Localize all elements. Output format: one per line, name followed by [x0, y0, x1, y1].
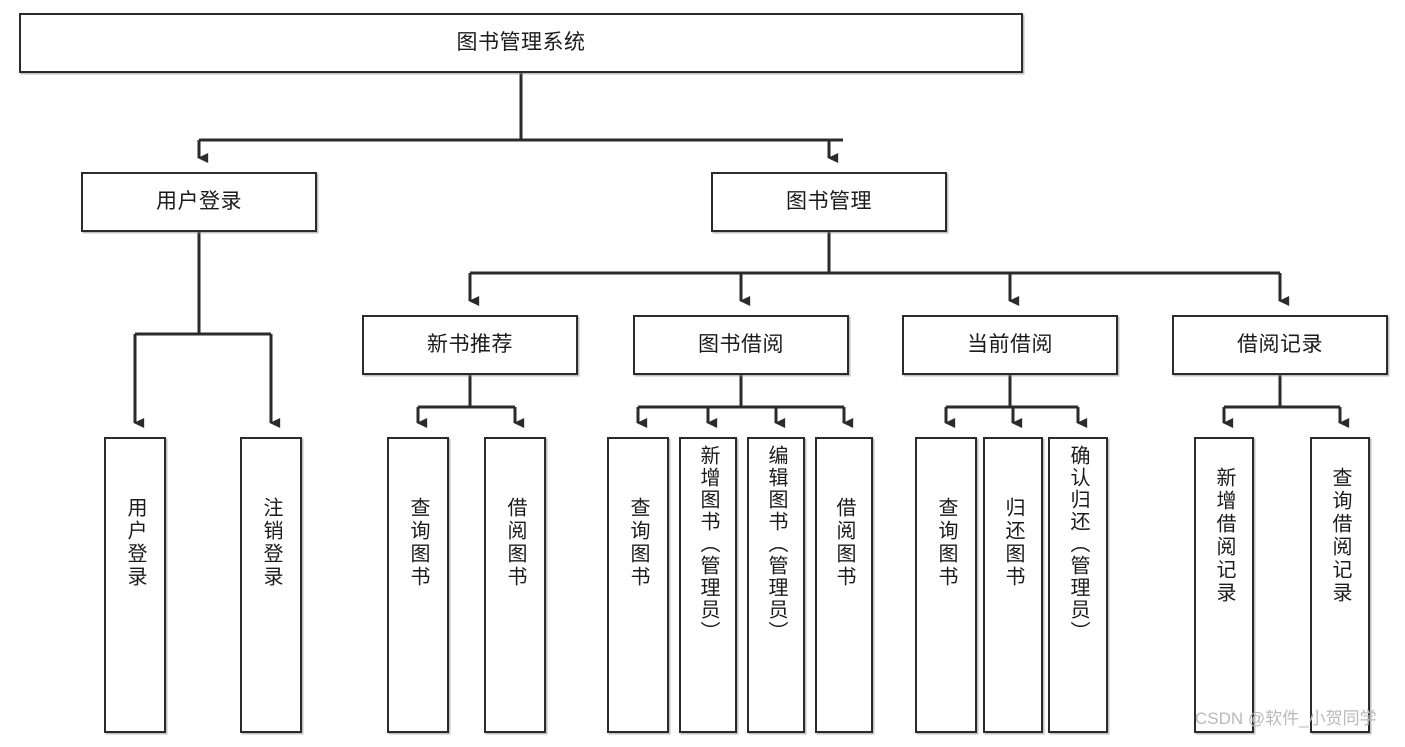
node-current-borrow-label: 当前借阅	[967, 333, 1053, 357]
node-leaf-add-book-label: 新增图书（管理员）	[697, 445, 719, 643]
node-leaf-edit-book-label: 编辑图书（管理员）	[765, 445, 787, 643]
node-book-borrow-label: 图书借阅	[698, 333, 784, 357]
node-leaf-borrow-book-1-label: 借阅图书	[504, 497, 526, 589]
node-current-borrow[interactable]: 当前借阅	[902, 315, 1118, 375]
node-leaf-query-book-3-label: 查询图书	[935, 497, 957, 589]
node-leaf-edit-book[interactable]: 编辑图书（管理员）	[747, 437, 805, 733]
node-new-book-rec[interactable]: 新书推荐	[362, 315, 578, 375]
node-leaf-logout[interactable]: 注销登录	[240, 437, 302, 733]
node-leaf-return-book-label: 归还图书	[1002, 497, 1024, 589]
node-leaf-add-record-label: 新增借阅记录	[1213, 467, 1235, 605]
node-leaf-query-book-1[interactable]: 查询图书	[387, 437, 449, 733]
node-leaf-add-record[interactable]: 新增借阅记录	[1194, 437, 1254, 733]
node-leaf-logout-label: 注销登录	[260, 497, 282, 589]
node-root[interactable]: 图书管理系统	[19, 13, 1023, 73]
node-leaf-query-book-1-label: 查询图书	[407, 497, 429, 589]
node-leaf-query-book-2[interactable]: 查询图书	[607, 437, 669, 733]
node-user-login-label: 用户登录	[156, 190, 242, 214]
node-leaf-add-book[interactable]: 新增图书（管理员）	[679, 437, 737, 733]
node-book-manage-label: 图书管理	[786, 190, 872, 214]
node-root-label: 图书管理系统	[456, 31, 586, 55]
node-user-login[interactable]: 用户登录	[81, 172, 317, 232]
node-new-book-rec-label: 新书推荐	[427, 333, 513, 357]
node-borrow-record[interactable]: 借阅记录	[1172, 315, 1388, 375]
node-leaf-user-login-label: 用户登录	[124, 497, 146, 589]
node-leaf-borrow-book-2[interactable]: 借阅图书	[815, 437, 873, 733]
node-leaf-query-record[interactable]: 查询借阅记录	[1310, 437, 1370, 733]
node-leaf-confirm-return-label: 确认归还（管理员）	[1067, 445, 1089, 643]
node-leaf-borrow-book-1[interactable]: 借阅图书	[484, 437, 546, 733]
node-leaf-query-book-3[interactable]: 查询图书	[915, 437, 977, 733]
node-leaf-confirm-return[interactable]: 确认归还（管理员）	[1048, 437, 1108, 733]
node-borrow-record-label: 借阅记录	[1237, 333, 1323, 357]
node-leaf-query-book-2-label: 查询图书	[627, 497, 649, 589]
node-leaf-return-book[interactable]: 归还图书	[983, 437, 1043, 733]
node-leaf-query-record-label: 查询借阅记录	[1329, 467, 1351, 605]
node-book-borrow[interactable]: 图书借阅	[633, 315, 849, 375]
node-leaf-user-login[interactable]: 用户登录	[104, 437, 166, 733]
node-book-manage[interactable]: 图书管理	[711, 172, 947, 232]
node-leaf-borrow-book-2-label: 借阅图书	[833, 497, 855, 589]
